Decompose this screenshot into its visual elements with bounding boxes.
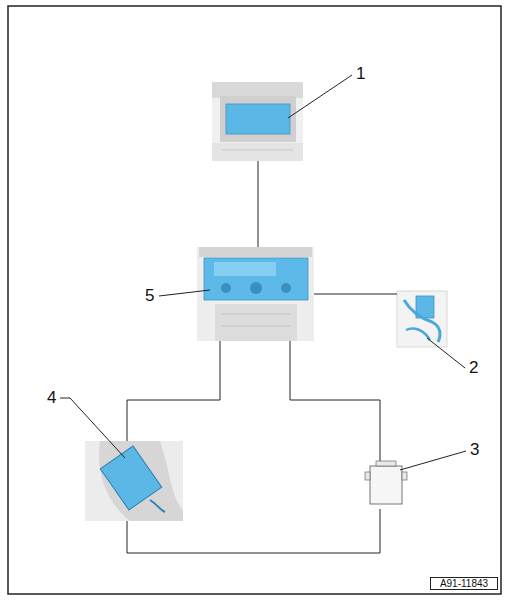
module-top: [376, 461, 396, 466]
image-background: [212, 82, 303, 161]
module-tab: [365, 472, 370, 480]
panel-knob: [281, 283, 291, 293]
trim-unit-image: [85, 441, 183, 521]
module-body: [370, 466, 402, 504]
housing-line: [222, 150, 293, 151]
unit-body: [100, 446, 161, 510]
control-panel: [204, 258, 308, 300]
cable: [404, 300, 440, 342]
panel-display: [214, 262, 276, 276]
display-unit-image: [212, 82, 303, 161]
module-tab: [402, 472, 407, 480]
callout-number: 5: [145, 287, 154, 305]
connection-line: [127, 509, 380, 553]
leader-line: [159, 290, 210, 296]
console-line: [222, 326, 290, 327]
trim-panel: [160, 441, 183, 510]
frame-border: [8, 6, 501, 594]
connection-line: [290, 341, 380, 461]
console-line: [222, 314, 290, 315]
image-background: [397, 291, 447, 347]
lower-console: [215, 304, 297, 341]
component-image-box: 4: [85, 441, 183, 521]
component-image-box: 1: [212, 82, 303, 161]
screen-holder: [220, 96, 296, 142]
leader-line: [427, 338, 465, 368]
component-image-box: 5: [197, 247, 314, 341]
connection-line: [258, 161, 259, 247]
leader-line: [60, 398, 125, 458]
connection-line: [314, 294, 397, 295]
housing-top: [212, 82, 303, 98]
image-background: [197, 247, 314, 341]
display-screen: [226, 104, 290, 134]
panel-knob: [221, 283, 231, 293]
cable: [150, 500, 165, 512]
control-unit-image: [197, 247, 314, 341]
callout-number: 3: [470, 441, 479, 459]
callout-number: 2: [469, 359, 478, 377]
leader-line: [288, 75, 352, 118]
vent-strip: [199, 247, 312, 257]
component-image-box: 3: [365, 461, 407, 509]
figure-id: A91-11843: [430, 577, 498, 590]
panel-knob: [250, 282, 262, 294]
callout-number: 1: [356, 65, 365, 83]
cable: [406, 328, 430, 340]
component-image-box: 2: [397, 291, 447, 347]
image-background: [85, 441, 183, 521]
connection-line: [127, 341, 220, 441]
small-module-image: [365, 461, 407, 504]
leader-line: [400, 451, 466, 470]
module-image: [397, 291, 447, 347]
housing-base: [212, 143, 303, 161]
callout-number: 4: [47, 389, 56, 407]
